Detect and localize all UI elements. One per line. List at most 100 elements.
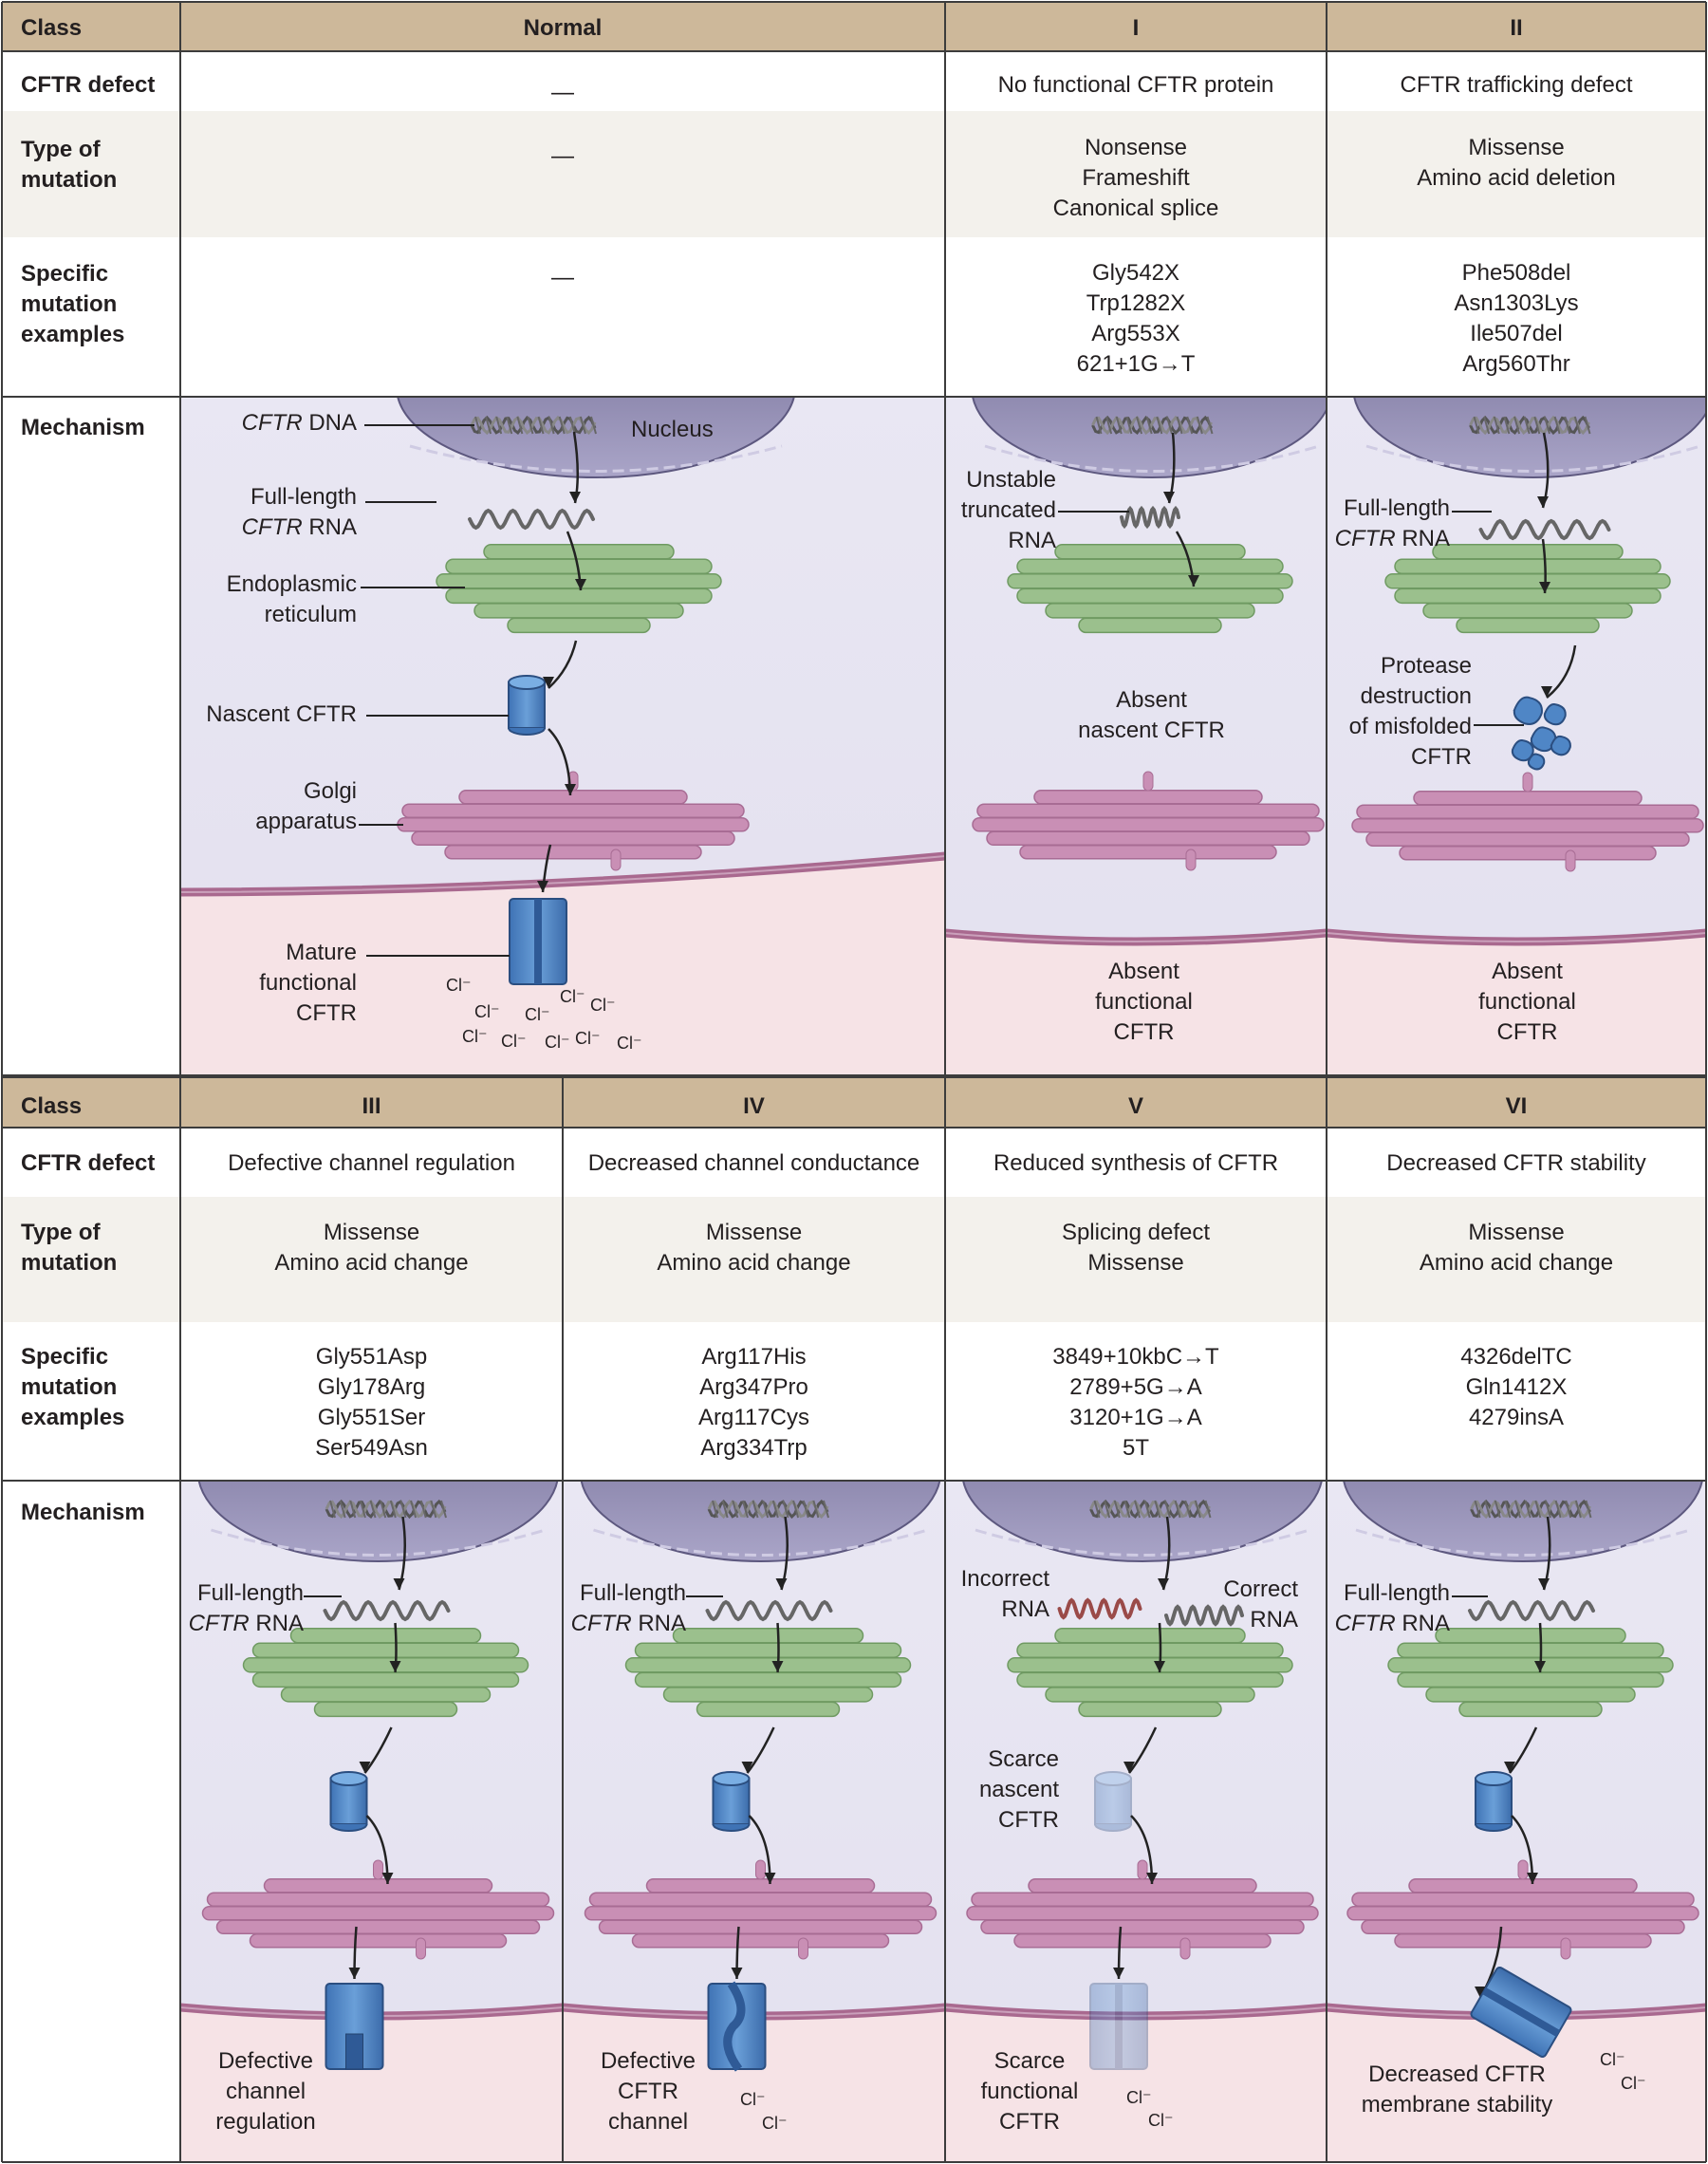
label-incorrect-rna: Incorrect RNA xyxy=(960,1566,1049,1622)
label-correct-rna: Correct RNA xyxy=(1223,1576,1298,1632)
arrowhead xyxy=(1158,1578,1169,1590)
label-scarce-functional-cftr: Scarce functional CFTR xyxy=(980,2048,1079,2135)
top-header-0: Class xyxy=(21,15,82,41)
cell-membrane-inner xyxy=(179,855,946,893)
endoplasmic-reticulum-shape xyxy=(1007,544,1293,634)
bottom-header-0: Class xyxy=(21,1093,82,1119)
label-nucleus: Nucleus xyxy=(631,417,714,442)
label-mature-functional-cftr: Mature functional CFTR xyxy=(259,940,357,1026)
chloride-ion-label: Cl⁻ xyxy=(462,1027,488,1046)
header-band-top xyxy=(2,2,1706,51)
nascent-cftr-icon xyxy=(508,675,546,736)
label-part-full-length: Full-length xyxy=(250,484,357,510)
nascent-cftr-icon xyxy=(329,1771,368,1832)
arrowhead xyxy=(1163,492,1175,503)
arrowhead xyxy=(393,1578,405,1590)
arrowhead xyxy=(348,1968,361,1979)
chloride-ion-label: Cl⁻ xyxy=(740,2090,766,2109)
dna-helix xyxy=(1089,1499,1212,1520)
arrowhead xyxy=(764,1873,776,1884)
top-row-label-3: Mechanism xyxy=(21,415,145,440)
label-nascent-cftr: Nascent CFTR xyxy=(206,701,357,727)
golgi-apparatus-shape xyxy=(972,771,1325,871)
bottom-row-label-0: CFTR defect xyxy=(21,1150,155,1176)
arrowhead xyxy=(381,1873,394,1884)
chloride-ion-label: Cl⁻ xyxy=(474,1002,500,1021)
label-part-rna: RNA xyxy=(1395,1611,1450,1636)
top-header-2: I xyxy=(1133,15,1140,41)
arrowhead xyxy=(565,784,576,795)
label-absent-nascent-cftr: Absent nascent CFTR xyxy=(1078,687,1225,743)
label-part-cftr-dna: CFTR xyxy=(241,410,303,436)
bottom-cell-r0-c0: Defective channel regulation xyxy=(228,1150,515,1176)
extracellular-space xyxy=(1327,933,1706,1075)
arrowhead xyxy=(1534,1661,1546,1672)
nucleus-group xyxy=(197,1481,559,1562)
label-part-full-length: Full-length xyxy=(579,1580,686,1606)
label-defective-channel-regulation: Defective channel regulation xyxy=(215,2048,316,2135)
bottom-cell-r0-c1: Decreased channel conductance xyxy=(588,1150,920,1176)
chloride-ion-label: Cl⁻ xyxy=(525,1005,550,1024)
chloride-ion-label: Cl⁻ xyxy=(1148,2111,1174,2130)
label-absent-functional-cftr-i: Absent functional CFTR xyxy=(1095,959,1193,1045)
arrow-er-to-nascent xyxy=(363,1726,393,1774)
label-protease-destruction: Protease destruction of misfolded CFTR xyxy=(1348,653,1472,770)
arrowhead xyxy=(1113,1968,1124,1979)
top-cell-r1-c0: — xyxy=(551,143,574,169)
top-cell-r2-c0: — xyxy=(551,265,574,290)
extracellular-space xyxy=(945,933,1327,1075)
stripe-type-top xyxy=(2,111,1706,237)
bottom-row-label-3: Mechanism xyxy=(21,1500,145,1525)
nucleus-group xyxy=(397,397,795,478)
label-part-rna: RNA xyxy=(249,1611,304,1636)
extracellular-space xyxy=(180,2007,563,2162)
bottom-cell-r0-c2: Reduced synthesis of CFTR xyxy=(993,1150,1278,1176)
golgi-apparatus-shape xyxy=(201,1859,555,1960)
arrowhead xyxy=(389,1661,401,1672)
rna-strand xyxy=(1478,518,1611,541)
arrowhead xyxy=(1504,1762,1515,1773)
rna-strand xyxy=(323,1599,451,1622)
label-part-cftr-italic: CFTR xyxy=(1334,1611,1396,1636)
arrow-er-to-nascent xyxy=(1128,1726,1158,1774)
unstable-cftr-channel xyxy=(1470,1966,1572,2059)
rna-strand xyxy=(1468,1599,1595,1622)
bottom-header-3: V xyxy=(1128,1093,1143,1119)
arrow-er-to-protease xyxy=(1546,644,1577,699)
label-part-cftr-italic: CFTR xyxy=(188,1611,250,1636)
chloride-ion-label: Cl⁻ xyxy=(501,1032,527,1051)
arrowhead xyxy=(575,579,586,590)
top-header-1: Normal xyxy=(524,15,603,41)
arrowhead xyxy=(731,1968,743,1979)
label-part-cftr-italic: CFTR xyxy=(241,514,303,540)
bottom-header-1: III xyxy=(362,1093,381,1119)
arrowhead xyxy=(1539,582,1550,593)
golgi-apparatus-shape xyxy=(1346,1859,1699,1960)
nascent-cftr-icon xyxy=(712,1771,751,1832)
cell-membrane-inner xyxy=(1326,932,1707,942)
nucleus-group xyxy=(580,1481,941,1562)
rna-strand xyxy=(705,1599,833,1622)
label-part-dna: DNA xyxy=(302,410,357,436)
extracellular-space xyxy=(1327,2007,1706,2162)
label-part-rna: RNA xyxy=(1395,526,1450,551)
arrowhead xyxy=(537,881,548,892)
label-scarce-nascent-cftr: Scarce nascent CFTR xyxy=(978,1746,1059,1833)
chloride-ion-label: Cl⁻ xyxy=(446,976,472,995)
arrowhead xyxy=(771,1661,784,1672)
cell-membrane-inner xyxy=(944,932,1327,942)
arrowhead xyxy=(741,1762,753,1773)
bottom-header-2: IV xyxy=(743,1093,765,1119)
